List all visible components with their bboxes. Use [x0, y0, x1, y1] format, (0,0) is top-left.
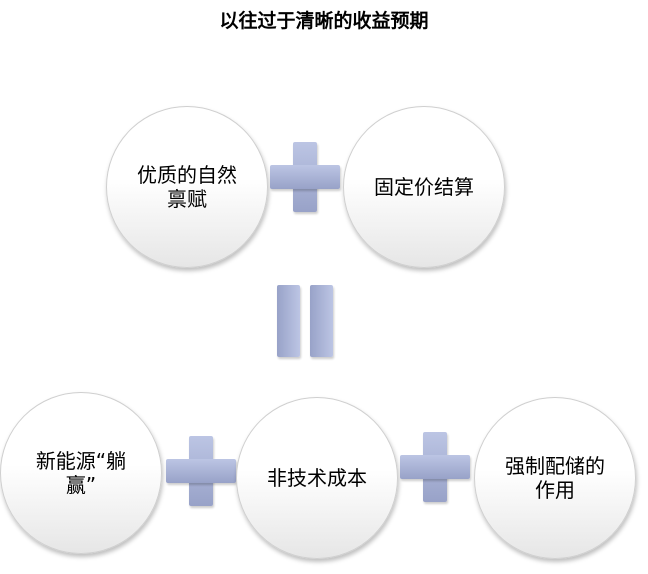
equals-icon-bar-left	[277, 285, 300, 357]
equals-icon-bar-right	[310, 285, 333, 357]
circle-fixed-price: 固定价结算	[343, 106, 505, 268]
circle-natural-endowment: 优质的自然禀赋	[106, 106, 268, 268]
circle-label: 非技术成本	[267, 466, 367, 490]
diagram-title: 以往过于清晰的收益预期	[219, 10, 429, 32]
circle-non-tech-cost: 非技术成本	[236, 397, 398, 559]
circle-label: 新能源“躺赢”	[35, 449, 127, 497]
plus-icon	[400, 432, 470, 502]
circle-label: 固定价结算	[374, 175, 474, 199]
circle-label: 强制配储的作用	[505, 454, 605, 502]
plus-icon	[270, 142, 340, 212]
plus-icon	[166, 436, 236, 506]
circle-label: 优质的自然禀赋	[137, 163, 237, 211]
circle-storage: 强制配储的作用	[474, 397, 636, 559]
circle-new-energy: 新能源“躺赢”	[0, 392, 162, 554]
